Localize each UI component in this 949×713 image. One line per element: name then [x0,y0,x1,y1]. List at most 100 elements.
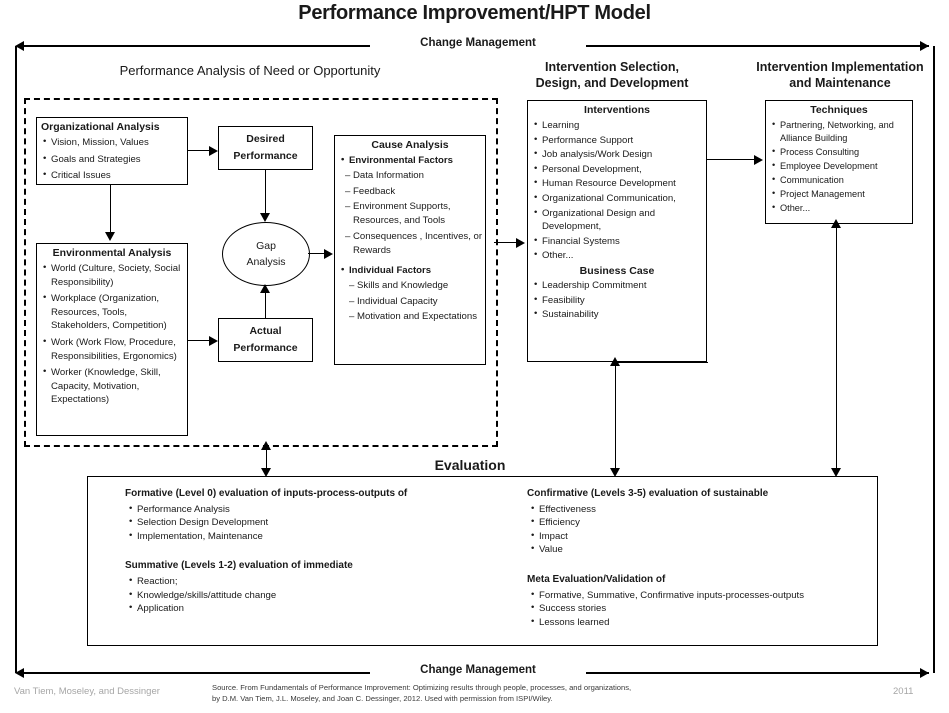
list-item: Leadership Commitment [534,278,702,293]
gap-analysis-ellipse: Gap Analysis [222,222,310,286]
evaluation-right-column: Confirmative (Levels 3-5) evaluation of … [527,487,867,629]
gap-analysis-line2: Analysis [246,256,286,268]
list-item: Human Resource Development [534,176,702,191]
cause-analysis-individual-list: Individual Factors [335,263,485,278]
environmental-analysis-list: World (Culture, Society, Social Responsi… [37,261,187,407]
list-item: Impact [531,529,867,543]
list-item: Performance Analysis [129,502,485,516]
cause-analysis-environmental-list: Environmental Factors [335,153,485,168]
arrow-up-icon [260,284,270,293]
business-case-title: Business Case [579,265,655,278]
cause-analysis-individual-sublist: Skills and Knowledge Individual Capacity… [335,279,485,325]
arrow-right-top-icon [920,41,929,51]
list-item: Other... [534,249,702,263]
list-item: Feedback [345,185,485,199]
arrow-down-icon [105,232,115,241]
desired-performance-box: Desired Performance [218,126,313,170]
actual-performance-box: Actual Performance [218,318,313,362]
connector-org-to-env [110,185,111,233]
interventions-box: Interventions Learning Performance Suppo… [527,100,707,362]
meta-evaluation-heading: Meta Evaluation/Validation of [527,573,666,585]
list-item: Implementation, Maintenance [129,529,485,543]
list-item: Performance Support [534,133,702,148]
list-item: Other... [772,201,908,215]
list-item: Organizational Design and Development, [534,206,702,234]
connector-analysis-to-evaluation [266,448,267,474]
list-item: Employee Development [772,159,908,173]
change-management-bottom-label: Change Management [370,664,586,676]
list-item: Learning [534,118,702,133]
connector-env-to-actual [188,340,210,341]
list-item: Critical Issues [43,168,183,183]
change-management-top-label: Change Management [370,37,586,49]
list-item: Workplace (Organization, Resources, Tool… [43,291,183,333]
footer-source: Source. From Fundamentals of Performance… [212,682,772,704]
arrow-down-icon [261,468,271,477]
list-item: Feasibility [534,293,702,308]
connector-interventions-to-evaluation [615,362,616,474]
cause-analysis-environmental-sublist: Data Information Feedback Environment Su… [335,169,485,258]
list-item: Effectiveness [531,502,867,516]
interventions-title: Interventions [584,104,650,116]
gap-analysis-line1: Gap [256,239,276,252]
list-item: Lessons learned [531,614,867,629]
footer-year: 2011 [893,686,914,697]
actual-performance-label: Actual Performance [233,325,298,354]
cause-analysis-title: Cause Analysis [371,139,449,151]
list-item: Partnering, Networking, and Alliance Bui… [772,118,908,145]
organizational-analysis-list: Vision, Mission, Values Goals and Strate… [37,135,187,183]
list-item: Financial Systems [534,234,702,249]
list-item: Reaction; [129,574,485,588]
arrow-right-icon [516,238,525,248]
connector-techniques-to-evaluation [836,224,837,474]
connector-actual-to-gap [265,292,266,318]
list-item: Worker (Knowledge, Skill, Capacity, Moti… [43,365,183,407]
arrow-up-icon [610,357,620,366]
environmental-analysis-title: Environmental Analysis [52,247,172,259]
list-item: Organizational Communication, [534,191,702,206]
list-item: Process Consulting [772,145,908,159]
list-item: Value [531,542,867,556]
techniques-list: Partnering, Networking, and Alliance Bui… [766,118,912,215]
cause-analysis-group1-title: Environmental Factors [341,153,481,168]
techniques-title: Techniques [810,104,868,116]
summative-heading: Summative (Levels 1-2) evaluation of imm… [125,560,353,572]
list-item: Work (Work Flow, Procedure, Responsibili… [43,335,183,363]
connector-gap-to-cause [308,253,326,254]
arrow-right-bottom-icon [920,668,929,678]
list-item: Environment Supports, Resources, and Too… [345,200,485,228]
column-heading-intervention-selection: Intervention Selection, Design, and Deve… [535,60,689,90]
evaluation-label: Evaluation [434,457,506,473]
page-title: Performance Improvement/HPT Model [298,2,651,24]
list-item: Knowledge/skills/attitude change [129,588,485,602]
list-item: Formative, Summative, Confirmative input… [531,588,867,602]
column-heading-intervention-implementation: Intervention Implementation and Maintena… [756,60,924,90]
connector-desired-to-gap [265,170,266,214]
arrow-up-icon [831,219,841,228]
confirmative-heading: Confirmative (Levels 3-5) evaluation of … [527,488,769,499]
connector-org-to-desired [188,150,210,151]
column-heading-performance-analysis: Performance Analysis of Need or Opportun… [119,63,381,78]
arrow-up-icon [261,441,271,450]
list-item: Application [129,601,485,615]
list-item: Success stories [531,601,867,615]
connector-interventions-to-techniques [707,159,755,160]
cause-analysis-box: Cause Analysis Environmental Factors Dat… [334,135,486,365]
list-item: Personal Development, [534,162,702,177]
list-item: Selection Design Development [129,515,485,529]
business-case-list: Leadership Commitment Feasibility Sustai… [528,278,706,322]
meta-evaluation-list: Formative, Summative, Confirmative input… [531,588,867,629]
footer-source-line2: by D.M. Van Tiem, J.L. Moseley, and Joan… [212,694,553,703]
techniques-box: Techniques Partnering, Networking, and A… [765,100,913,224]
organizational-analysis-box: Organizational Analysis Vision, Mission,… [36,117,188,185]
change-management-frame [15,46,935,673]
arrow-down-icon [260,213,270,222]
list-item: Goals and Strategies [43,152,183,167]
confirmative-list: Effectiveness Efficiency Impact Value [531,502,867,557]
list-item: Sustainability [534,307,702,322]
arrow-right-icon [324,249,333,259]
list-item: Data Information [345,169,485,183]
formative-list: Performance Analysis Selection Design De… [129,502,485,543]
footer-source-line1: Source. From Fundamentals of Performance… [212,683,632,692]
desired-performance-label: Desired Performance [233,133,298,162]
